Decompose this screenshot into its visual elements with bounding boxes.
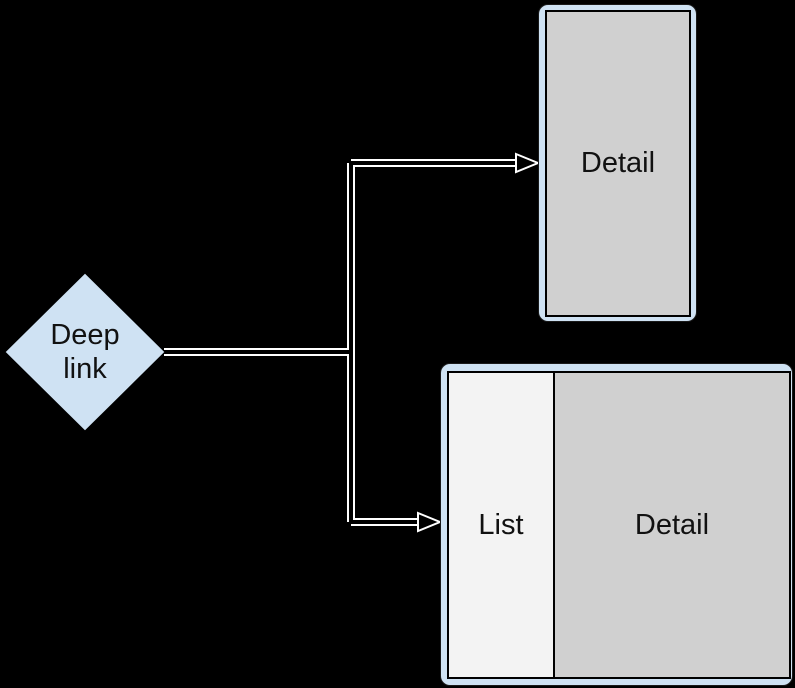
detail-screen-container: Detail [538,4,697,322]
connector-core [164,161,516,524]
detail-panel: Detail [545,10,691,317]
arrowhead-icon-list-detail [417,511,443,533]
detail-panel-label: Detail [580,147,656,179]
list-panel: List [449,373,555,677]
list-panel-label: List [478,508,524,541]
detail-panel-split: Detail [555,373,789,677]
detail-split-label: Detail [634,508,710,541]
arrowhead-icon-detail [515,152,541,174]
list-detail-split: List Detail [447,371,791,679]
deep-link-label: Deep link [50,319,120,385]
list-detail-screen-container: List Detail [440,363,793,686]
deep-link-diamond [4,272,166,432]
